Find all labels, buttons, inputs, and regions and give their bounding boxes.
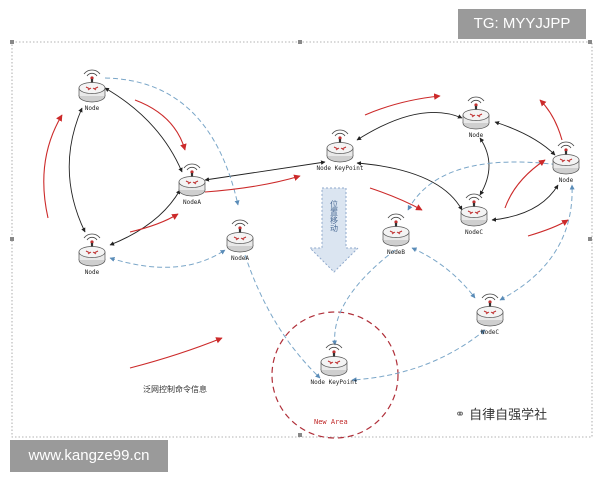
node-label: Node xyxy=(85,105,100,112)
router-node-n7[interactable]: NodeC xyxy=(460,193,488,236)
node-label: NodeA xyxy=(183,199,201,206)
node-label: NodeB xyxy=(387,249,405,256)
node-label: NodeC xyxy=(465,229,483,236)
router-node-n11[interactable]: Node KeyPoint xyxy=(311,343,358,386)
router-node-n5[interactable]: Node KeyPoint xyxy=(317,129,364,172)
router-node-n2[interactable]: Node xyxy=(78,233,106,276)
router-node-n1[interactable]: Node xyxy=(78,69,106,112)
router-node-n6[interactable]: Node xyxy=(462,96,490,139)
node-label: Node xyxy=(469,132,484,139)
node-label: Node KeyPoint xyxy=(311,379,358,386)
red-arrows xyxy=(43,93,569,369)
node-label: NodeC xyxy=(481,329,499,336)
watermark-bottom: www.kangze99.cn xyxy=(10,440,168,472)
node-label: Node xyxy=(559,177,574,184)
node-label: NodeA xyxy=(231,255,249,262)
node-label: Node KeyPoint xyxy=(317,165,364,172)
watermark-social-text: 自律自强学社 xyxy=(469,408,548,423)
watermark-top: TG: MYYJJPP xyxy=(458,9,586,39)
router-node-n9[interactable]: Node xyxy=(552,141,580,184)
new-area-label: New Area xyxy=(314,418,348,426)
legend-text: 泛网控制命令信息 xyxy=(143,384,207,394)
router-node-n4[interactable]: NodeA xyxy=(226,219,254,262)
router-node-n3[interactable]: NodeA xyxy=(178,163,206,206)
router-node-n8[interactable]: NodeB xyxy=(382,213,410,256)
wechat-bubble-icon: ⚭ xyxy=(455,406,466,421)
selection-frame xyxy=(10,40,593,438)
router-node-n10[interactable]: NodeC xyxy=(476,293,504,336)
move-down-arrow: 位置移动 xyxy=(308,187,360,273)
node-label: Node xyxy=(85,269,100,276)
dashed-links xyxy=(104,77,575,383)
move-arrow-label: 位置移动 xyxy=(330,199,339,233)
watermark-social: ⚭ 自律自强学社 xyxy=(455,404,548,424)
